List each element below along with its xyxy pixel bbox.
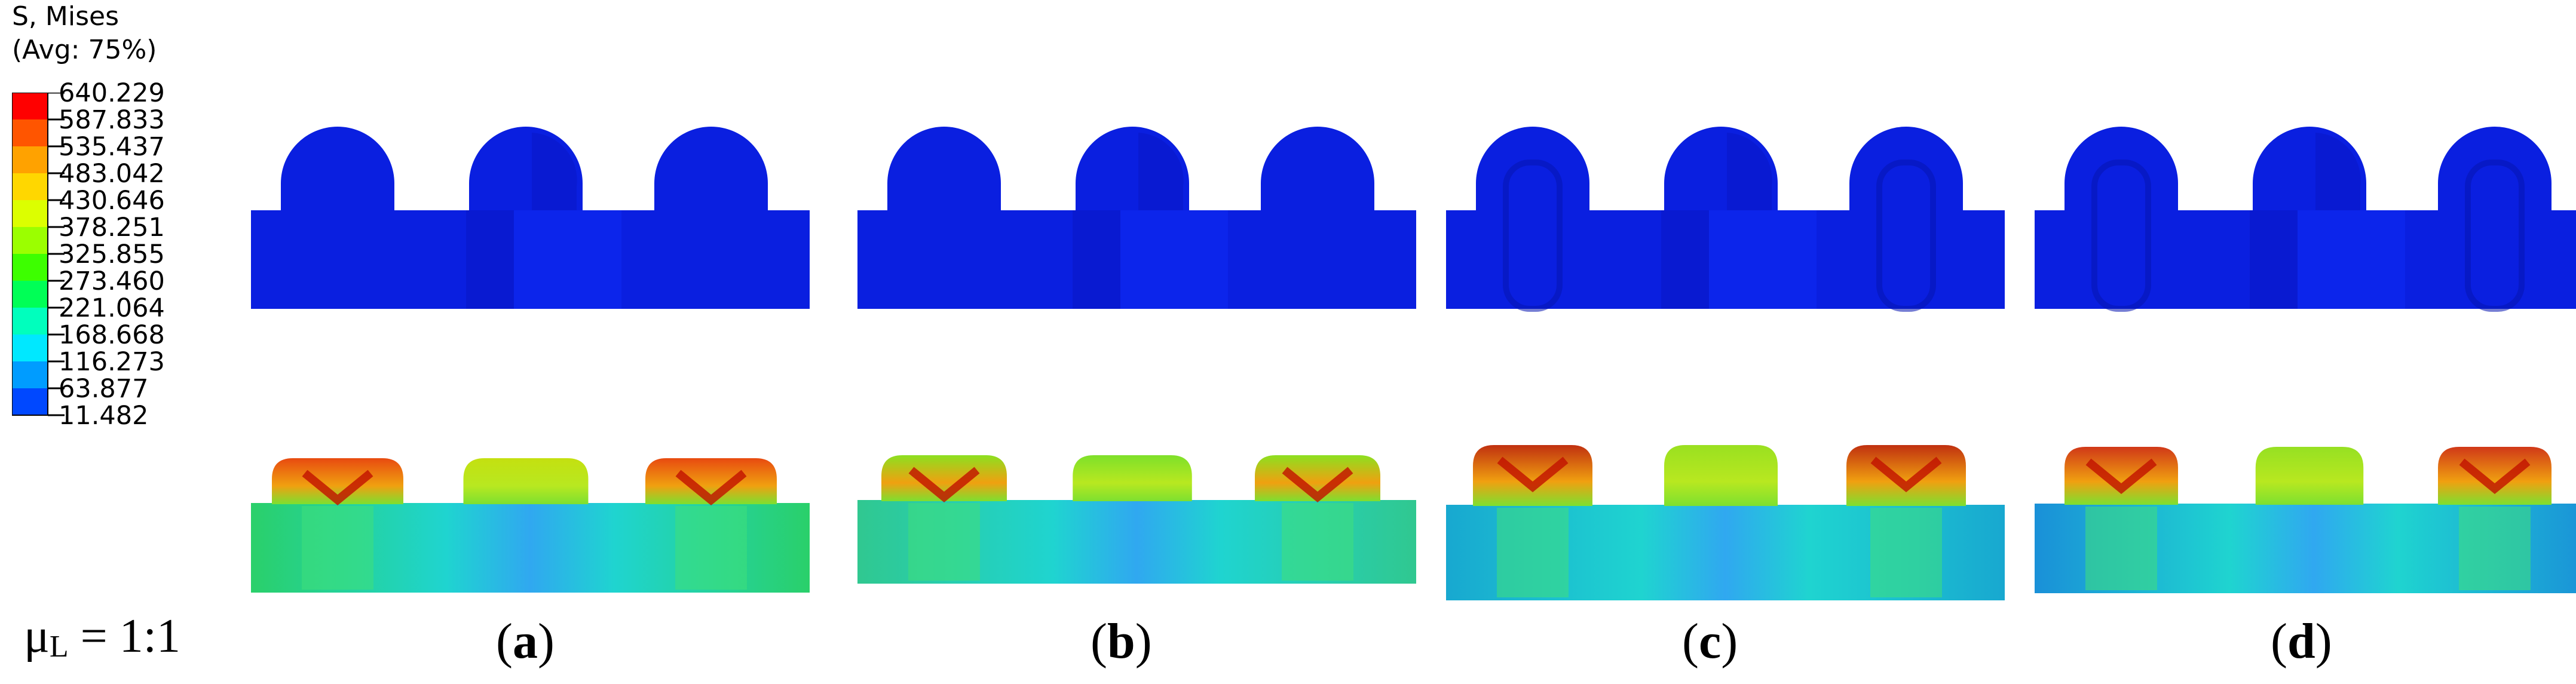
legend-swatch: [12, 388, 48, 416]
legend-value: 378.251: [59, 213, 165, 243]
bottom-cap: [1255, 455, 1380, 501]
panel-b: [857, 127, 1416, 584]
caption-c: (c): [1682, 614, 1738, 669]
legend-swatch: [12, 119, 48, 147]
bottom-cap: [1073, 455, 1192, 501]
legend-value: 221.064: [59, 293, 165, 323]
ratio-symbol: μ: [24, 610, 50, 662]
caption-b: (b): [1091, 614, 1152, 669]
legend-value: 535.437: [59, 132, 165, 162]
bottom-cap: [463, 458, 589, 504]
top-dome: [281, 127, 394, 211]
top-dome: [654, 127, 768, 211]
top-model: [2035, 127, 2576, 312]
top-model: [1446, 127, 2005, 312]
legend-value: 640.229: [59, 78, 165, 108]
bottom-model: [857, 455, 1416, 584]
bottom-cap: [2065, 447, 2178, 505]
legend-value: 63.877: [59, 374, 149, 404]
legend-value: 483.042: [59, 159, 165, 189]
bottom-cap: [881, 455, 1007, 501]
legend-swatch: [12, 146, 48, 174]
top-dome: [2065, 127, 2178, 211]
ratio-value: = 1:1: [68, 610, 180, 662]
top-dome: [2438, 127, 2552, 211]
legend-swatch: [12, 254, 48, 281]
legend-colorbar: [12, 93, 65, 416]
legend-swatch: [12, 308, 48, 335]
legend-swatch: [12, 335, 48, 362]
top-dome: [1476, 127, 1589, 211]
legend-swatch: [12, 361, 48, 389]
panel-a: [251, 127, 810, 593]
top-model: [857, 127, 1416, 309]
bottom-cap: [1664, 445, 1778, 506]
top-model: [251, 127, 810, 309]
top-dome: [1849, 127, 1963, 211]
legend-swatch: [12, 173, 48, 201]
legend-value: 116.273: [59, 347, 165, 377]
bottom-cap: [2255, 447, 2364, 505]
bottom-model: [2035, 447, 2576, 593]
legend-swatch: [12, 200, 48, 228]
top-dome: [1261, 127, 1374, 211]
bottom-cap: [1473, 445, 1592, 506]
bottom-model: [1446, 445, 2005, 600]
ratio-subscript: L: [49, 630, 69, 664]
legend-value: 325.855: [59, 240, 165, 269]
bottom-cap: [2438, 447, 2552, 505]
ratio-label: μL = 1:1: [24, 609, 180, 664]
top-dome: [887, 127, 1001, 211]
caption-d: (d): [2271, 614, 2332, 669]
legend-swatch: [12, 227, 48, 254]
legend-value: 168.668: [59, 320, 165, 350]
legend-value: 430.646: [59, 186, 165, 216]
legend-swatch: [12, 281, 48, 308]
caption-a: (a): [496, 614, 555, 669]
legend-subtitle: (Avg: 75%): [12, 35, 157, 65]
bottom-cap: [645, 458, 777, 504]
bottom-cap: [272, 458, 403, 504]
bottom-cap: [1846, 445, 1966, 506]
legend-value: 587.833: [59, 105, 165, 135]
legend-value: 273.460: [59, 266, 165, 296]
panel-c: [1446, 127, 2005, 600]
panel-d: [2035, 127, 2576, 593]
legend-swatch: [12, 93, 48, 120]
bottom-model: [251, 458, 810, 593]
legend-value: 11.482: [59, 401, 149, 431]
legend-title: S, Mises: [12, 1, 120, 32]
